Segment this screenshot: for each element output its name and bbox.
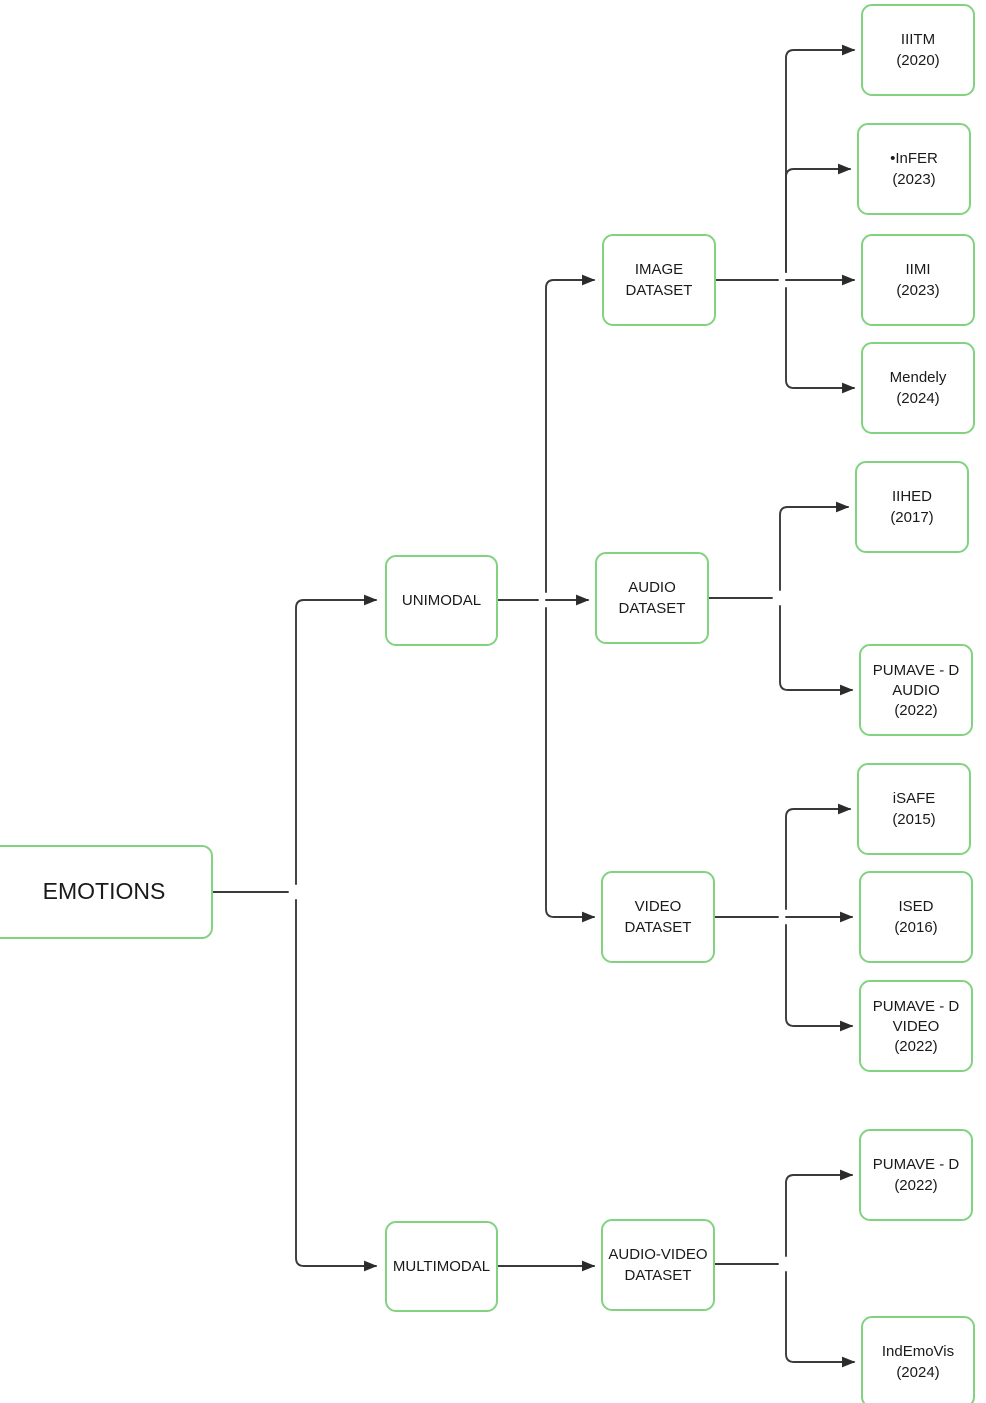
node-pumave-d-audio-label-line1: PUMAVE - D: [873, 662, 960, 679]
node-iihed-box[interactable]: [855, 461, 969, 553]
edge-emotions-to-multimodal: [295, 899, 378, 1272]
node-audio-video-dataset-label-line1: AUDIO-VIDEO: [608, 1246, 707, 1263]
edge-audio-to-iihed: [779, 501, 850, 591]
node-ised-label-line1: ISED: [898, 898, 933, 915]
edge-audiovideo-to-pumave: [785, 1169, 854, 1257]
node-isafe-label-line2: (2015): [892, 811, 935, 828]
node-isafe-box[interactable]: [857, 763, 971, 855]
node-multimodal[interactable]: MULTIMODAL: [385, 1221, 498, 1312]
node-indemovis-box[interactable]: [861, 1316, 975, 1403]
node-ised[interactable]: ISED (2016): [859, 871, 973, 963]
edge-group: [211, 44, 856, 1368]
edge-audiovideo-to-indemovis: [785, 1271, 856, 1368]
node-iihed-label-line2: (2017): [890, 509, 933, 526]
node-indemovis-label-line2: (2024): [896, 1364, 939, 1381]
edge-audio-to-pumave-audio: [779, 605, 854, 696]
node-iihed[interactable]: IIHED (2017): [855, 461, 969, 553]
node-infer-label-line2: (2023): [892, 171, 935, 188]
edge-emotions-to-unimodal: [295, 594, 378, 885]
node-pumave-d-label-line1: PUMAVE - D: [873, 1156, 960, 1173]
edge-video-to-pumave-video: [785, 924, 854, 1032]
node-mendely[interactable]: Mendely (2024): [861, 342, 975, 434]
node-pumave-d-video[interactable]: PUMAVE - D VIDEO (2022): [859, 980, 973, 1072]
node-image-dataset-label-line2: DATASET: [626, 282, 693, 299]
node-iimi-label-line2: (2023): [896, 282, 939, 299]
node-multimodal-label: MULTIMODAL: [393, 1258, 490, 1275]
node-video-dataset-box[interactable]: [601, 871, 715, 963]
node-iimi-box[interactable]: [861, 234, 975, 326]
node-isafe-label-line1: iSAFE: [893, 790, 936, 807]
node-unimodal-label: UNIMODAL: [402, 592, 481, 609]
node-audio-dataset[interactable]: AUDIO DATASET: [595, 552, 709, 644]
node-pumave-d-video-label-line1: PUMAVE - D: [873, 998, 960, 1015]
node-video-dataset-label-line2: DATASET: [625, 919, 692, 936]
node-infer-box[interactable]: [857, 123, 971, 215]
node-pumave-d-audio-box[interactable]: [859, 644, 973, 736]
node-indemovis-label-line1: IndEmoVis: [882, 1343, 954, 1360]
node-iiitm-label-line1: IIITM: [901, 31, 935, 48]
node-ised-label-line2: (2016): [894, 919, 937, 936]
node-infer[interactable]: •InFER (2023): [857, 123, 971, 215]
node-iiitm[interactable]: IIITM (2020): [861, 4, 975, 96]
node-emotions-box[interactable]: [0, 845, 213, 939]
node-image-dataset-box[interactable]: [602, 234, 716, 326]
node-iiitm-label-line2: (2020): [896, 52, 939, 69]
edge-image-to-mendely: [785, 287, 856, 394]
node-iihed-label-line1: IIHED: [892, 488, 932, 505]
node-ised-box[interactable]: [859, 871, 973, 963]
node-unimodal[interactable]: UNIMODAL: [385, 555, 498, 646]
edge-unimodal-to-image: [545, 274, 596, 593]
node-mendely-label-line1: Mendely: [890, 369, 947, 386]
edge-image-to-infer: [785, 163, 852, 273]
node-image-dataset-label-line1: IMAGE: [635, 261, 683, 278]
node-pumave-d-box[interactable]: [859, 1129, 973, 1221]
node-image-dataset[interactable]: IMAGE DATASET: [602, 234, 716, 326]
node-pumave-d-label-line2: (2022): [894, 1177, 937, 1194]
node-audio-dataset-box[interactable]: [595, 552, 709, 644]
node-mendely-label-line2: (2024): [896, 390, 939, 407]
node-isafe[interactable]: iSAFE (2015): [857, 763, 971, 855]
node-infer-label-line1: •InFER: [890, 150, 938, 167]
node-iimi-label-line1: IIMI: [906, 261, 931, 278]
node-emotions-label: EMOTIONS: [43, 878, 166, 904]
node-pumave-d-audio-label-line2: AUDIO: [892, 682, 940, 699]
node-pumave-d-video-label-line3: (2022): [894, 1038, 937, 1055]
node-pumave-d-video-box[interactable]: [859, 980, 973, 1072]
node-video-dataset[interactable]: VIDEO DATASET: [601, 871, 715, 963]
node-audio-dataset-label-line1: AUDIO: [628, 579, 676, 596]
node-mendely-box[interactable]: [861, 342, 975, 434]
edge-image-to-iiitm: [785, 44, 856, 273]
node-audio-video-dataset-box[interactable]: [601, 1219, 715, 1311]
node-iiitm-box[interactable]: [861, 4, 975, 96]
node-audio-dataset-label-line2: DATASET: [619, 600, 686, 617]
node-multimodal-box[interactable]: [385, 1221, 498, 1312]
node-video-dataset-label-line1: VIDEO: [635, 898, 682, 915]
edge-unimodal-to-video: [545, 607, 596, 923]
edge-video-to-isafe: [785, 803, 852, 910]
node-audio-video-dataset[interactable]: AUDIO-VIDEO DATASET: [601, 1219, 715, 1311]
node-pumave-d-audio[interactable]: PUMAVE - D AUDIO (2022): [859, 644, 973, 736]
node-unimodal-box[interactable]: [385, 555, 498, 646]
node-emotions[interactable]: EMOTIONS: [0, 845, 213, 939]
node-audio-video-dataset-label-line2: DATASET: [625, 1267, 692, 1284]
node-indemovis[interactable]: IndEmoVis (2024): [861, 1316, 975, 1403]
node-iimi[interactable]: IIMI (2023): [861, 234, 975, 326]
node-pumave-d[interactable]: PUMAVE - D (2022): [859, 1129, 973, 1221]
node-pumave-d-audio-label-line3: (2022): [894, 702, 937, 719]
node-pumave-d-video-label-line2: VIDEO: [893, 1018, 940, 1035]
